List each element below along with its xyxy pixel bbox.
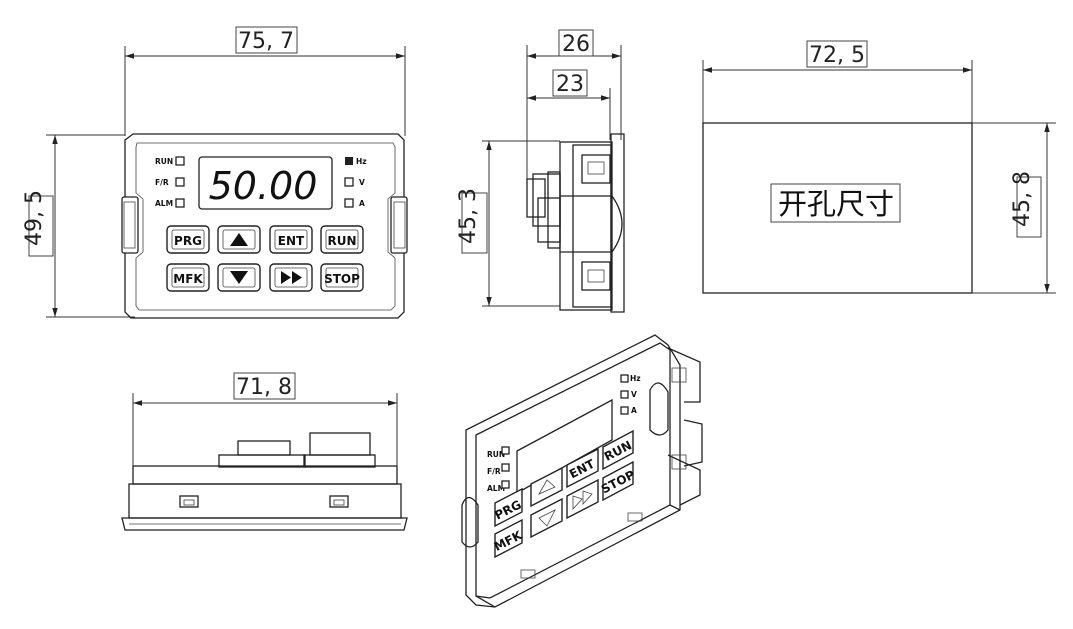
side-inner-depth-label: 23 (556, 72, 584, 97)
right-clip (390, 196, 408, 254)
down-key[interactable] (217, 263, 261, 292)
front-width-label: 75, 7 (238, 29, 294, 54)
ent-key[interactable]: ENT (269, 225, 313, 254)
led-label-v: V (359, 178, 365, 187)
led-hz (345, 157, 353, 165)
shift-key[interactable] (269, 263, 313, 292)
cutout-height-label: 45, 8 (1010, 171, 1035, 227)
iso-up-key[interactable] (530, 466, 563, 508)
led-run (175, 156, 185, 166)
stop-key[interactable]: STOP (320, 263, 364, 292)
fast-forward-icon (281, 271, 302, 284)
svg-text:RUN: RUN (327, 234, 356, 248)
status-leds-right: Hz V A (344, 157, 367, 208)
led-label-fr: F/R (155, 178, 169, 187)
status-leds-left: RUN F/R ALM (155, 156, 185, 208)
led-label-run: RUN (155, 157, 173, 166)
prg-key[interactable]: PRG (166, 225, 210, 254)
iso-right-clip (649, 382, 669, 436)
iso-led-label-a: A (631, 406, 637, 415)
led-fr (175, 177, 185, 187)
iso-led-label-run: RUN (487, 450, 505, 459)
iso-led-label-hz: Hz (630, 374, 641, 383)
iso-shift-key[interactable] (566, 478, 599, 520)
led-a (344, 198, 354, 208)
front-height-label: 49, 5 (22, 190, 47, 246)
run-key[interactable]: RUN (320, 225, 364, 254)
cutout-size-label: 开孔尺寸 (778, 187, 894, 221)
svg-text:STOP: STOP (324, 272, 360, 286)
side-depth-label: 26 (562, 32, 590, 57)
svg-text:ENT: ENT (278, 234, 305, 248)
side-view: 26 23 45, 3 (456, 29, 625, 313)
led-v (344, 177, 354, 187)
cutout-rectangle (702, 122, 973, 294)
cutout-width-label: 72, 5 (809, 43, 865, 68)
iso-leds-left: RUN F/R ALM (487, 446, 510, 493)
iso-led-label-v: V (631, 390, 637, 399)
iso-led-label-fr: F/R (487, 467, 501, 476)
led-label-a: A (359, 199, 365, 208)
up-key[interactable] (217, 225, 261, 254)
iso-display-window (516, 398, 613, 495)
cutout-view: 72, 5 45, 8 开孔尺寸 (702, 40, 1056, 294)
bottom-slot-right (329, 495, 349, 508)
left-clip (121, 196, 139, 254)
bottom-slot-left (179, 495, 199, 508)
iso-left-clip (461, 496, 479, 548)
iso-led-label-alm: ALM (487, 484, 505, 493)
bottom-view: 71, 8 (121, 372, 408, 531)
led-label-hz: Hz (356, 157, 367, 166)
iso-prg-key[interactable]: PRG (492, 487, 524, 528)
led-alm (175, 198, 185, 208)
display-readout: 50.00 (209, 164, 318, 208)
display-window (198, 156, 333, 210)
down-arrow-icon (230, 271, 248, 284)
bottom-width-label: 71, 8 (236, 375, 292, 400)
iso-down-key[interactable] (530, 497, 563, 539)
isometric-view: RUN F/R ALM Hz V A PRG ENT (461, 334, 703, 608)
front-view: 75, 7 49, 5 50.00 RUN F/R ALM Hz V (22, 26, 408, 319)
svg-text:PRG: PRG (174, 234, 202, 248)
side-height-label: 45, 3 (456, 188, 481, 244)
svg-text:MFK: MFK (173, 272, 203, 286)
led-label-alm: ALM (155, 199, 173, 208)
up-arrow-icon (230, 233, 248, 246)
mfk-key[interactable]: MFK (166, 263, 210, 292)
iso-leds-right: Hz V A (620, 374, 641, 415)
